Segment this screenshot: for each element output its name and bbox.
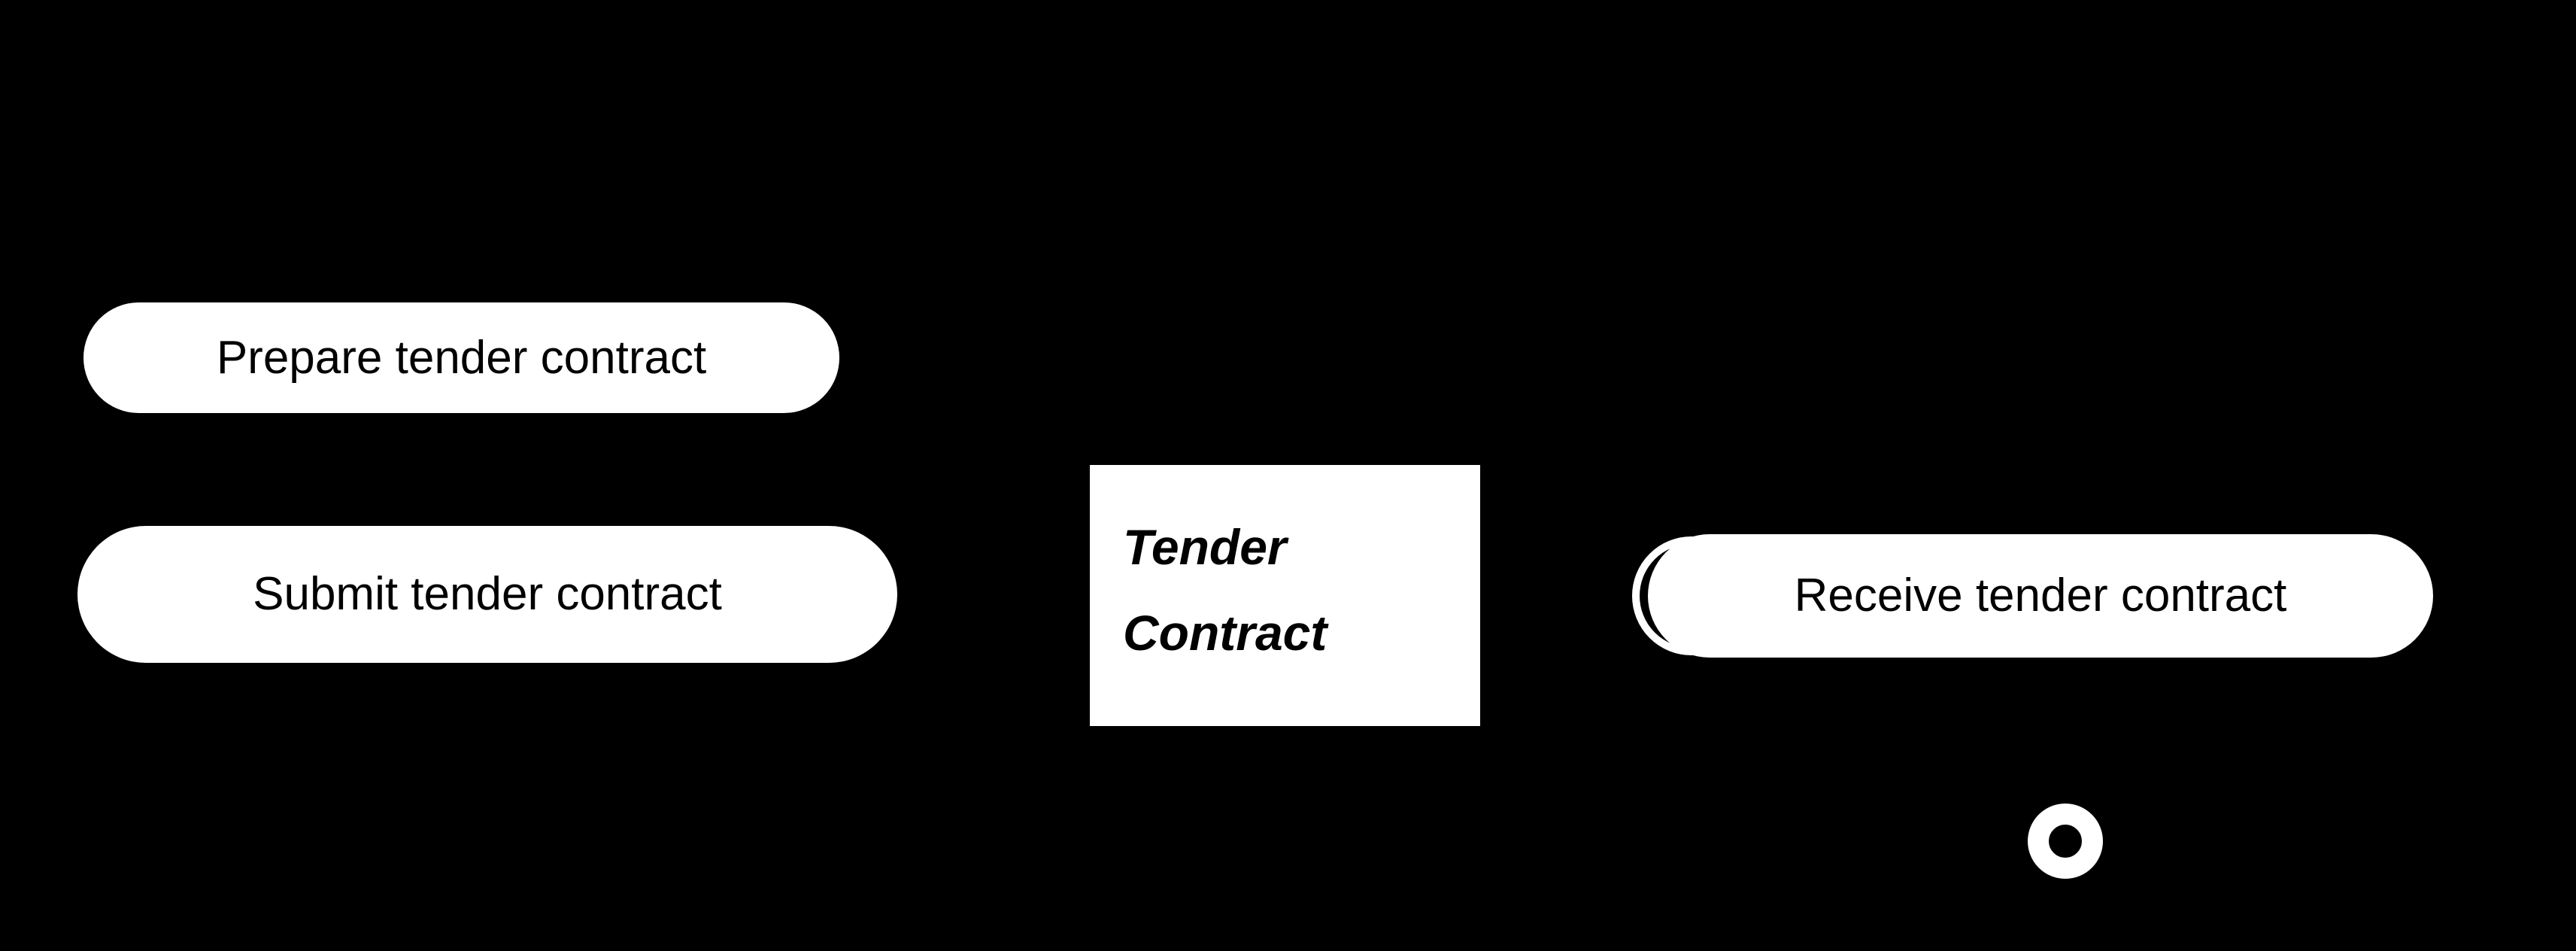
task-submit-label: Submit tender contract [253,568,722,620]
data-object-label-line1: Tender [1123,519,1287,575]
task-receive-tender-contract: Receive tender contract [1648,534,2433,658]
end-event-icon [2028,804,2103,879]
task-prepare-tender-contract: Prepare tender contract [83,302,839,413]
task-receive-label: Receive tender contract [1794,570,2287,621]
data-object-tender-contract: Tender Contract [1090,465,1480,726]
task-submit-tender-contract: Submit tender contract [77,526,897,663]
data-object-label-line2: Contract [1123,605,1327,661]
task-prepare-label: Prepare tender contract [216,331,707,384]
